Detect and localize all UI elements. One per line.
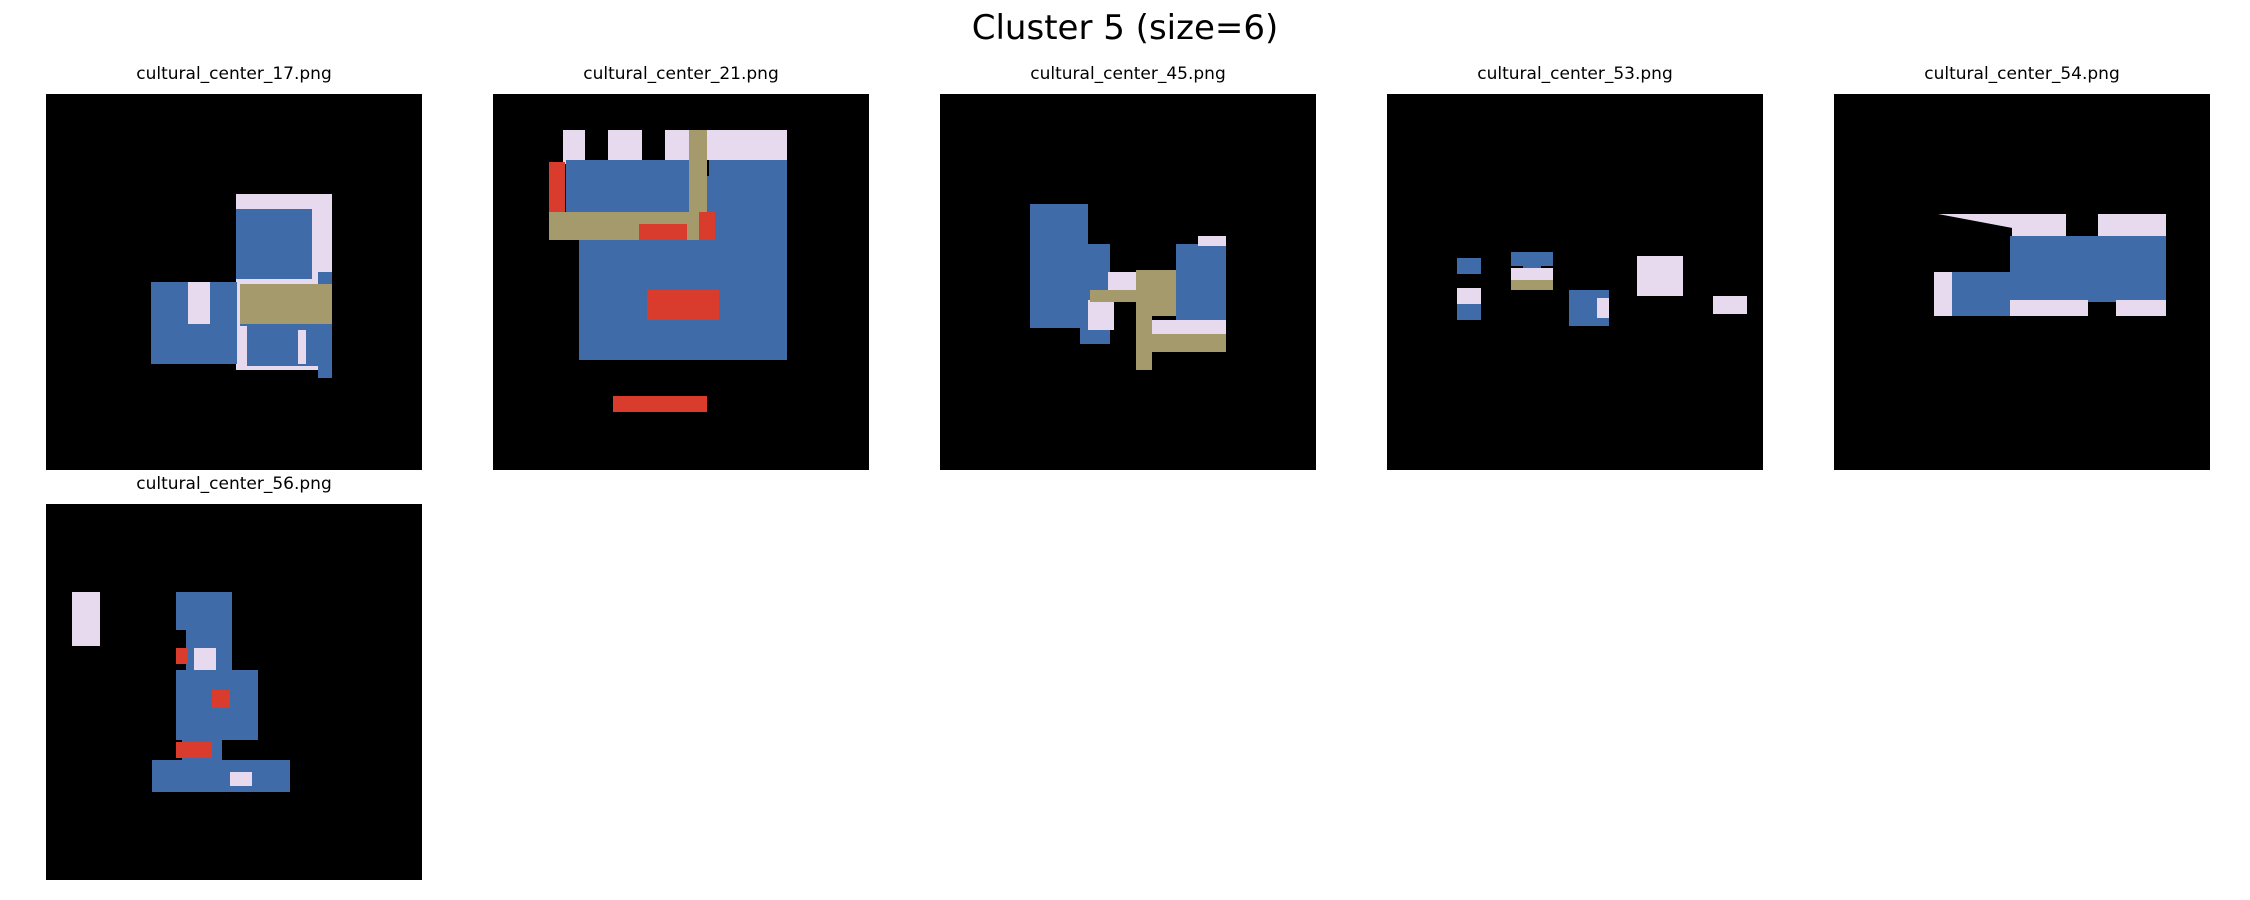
room-lavender <box>563 130 585 164</box>
room-tan <box>549 212 713 240</box>
room-lavender <box>2010 300 2088 316</box>
floorplan-image <box>46 504 422 880</box>
panel-caption: cultural_center_54.png <box>1924 64 2120 84</box>
room-lavender <box>1108 272 1138 292</box>
room-tan <box>1136 314 1152 370</box>
room-lavender <box>2012 214 2066 238</box>
room-blue <box>1176 244 1226 324</box>
room-blue <box>176 592 232 630</box>
room-lavender <box>1511 268 1553 280</box>
room-lavender <box>1597 298 1609 318</box>
room-red <box>176 742 212 758</box>
room-blue <box>566 160 696 214</box>
room-lavender <box>1713 296 1747 314</box>
room-red <box>549 162 565 216</box>
room-red <box>212 690 230 708</box>
panel-caption: cultural_center_17.png <box>136 64 332 84</box>
floorplan-image <box>1387 94 1763 470</box>
room-tan <box>1511 280 1553 290</box>
floorplan-image <box>1834 94 2210 470</box>
room-lavender <box>194 648 216 670</box>
room-lavender <box>1457 288 1481 304</box>
room-blue <box>152 760 290 792</box>
room-lavender <box>1152 320 1226 334</box>
room-lavender <box>72 592 100 646</box>
room-lavender <box>188 282 210 324</box>
room-red <box>699 212 715 240</box>
room-blue <box>1952 272 2016 316</box>
panel-caption: cultural_center_45.png <box>1030 64 1226 84</box>
panel-caption: cultural_center_53.png <box>1477 64 1673 84</box>
room-blue <box>1511 252 1553 266</box>
panel-caption: cultural_center_21.png <box>583 64 779 84</box>
room-lavender <box>1934 272 1954 316</box>
floorplan-image <box>940 94 1316 470</box>
figure-title: Cluster 5 (size=6) <box>971 8 1279 48</box>
room-blue <box>1030 204 1088 328</box>
room-lavender <box>1198 236 1226 246</box>
room-blue <box>1457 304 1481 320</box>
room-lavender <box>608 130 642 164</box>
room-tan <box>240 284 332 324</box>
room-blue <box>1457 258 1481 274</box>
room-red <box>176 648 188 664</box>
room-lavender <box>298 330 306 364</box>
room-blue <box>1523 264 1541 268</box>
room-lavender <box>2116 300 2166 316</box>
room-lavender <box>1088 300 1114 330</box>
room-blue <box>2010 236 2166 302</box>
room-blue <box>240 324 332 366</box>
room-lavender <box>2098 214 2166 238</box>
floorplan-image <box>493 94 869 470</box>
room-tan <box>1090 290 1138 302</box>
room-blue <box>236 209 312 279</box>
room-lavender <box>230 772 252 786</box>
room-red <box>647 290 719 320</box>
room-tan <box>1150 334 1226 352</box>
panel-caption: cultural_center_56.png <box>136 474 332 494</box>
room-tan <box>1136 270 1176 316</box>
room-lavender <box>238 326 247 370</box>
room-lavender <box>1637 256 1683 296</box>
room-red <box>639 224 687 240</box>
room-lavender <box>665 130 787 162</box>
floorplan-image <box>46 94 422 470</box>
room-red <box>613 396 707 412</box>
